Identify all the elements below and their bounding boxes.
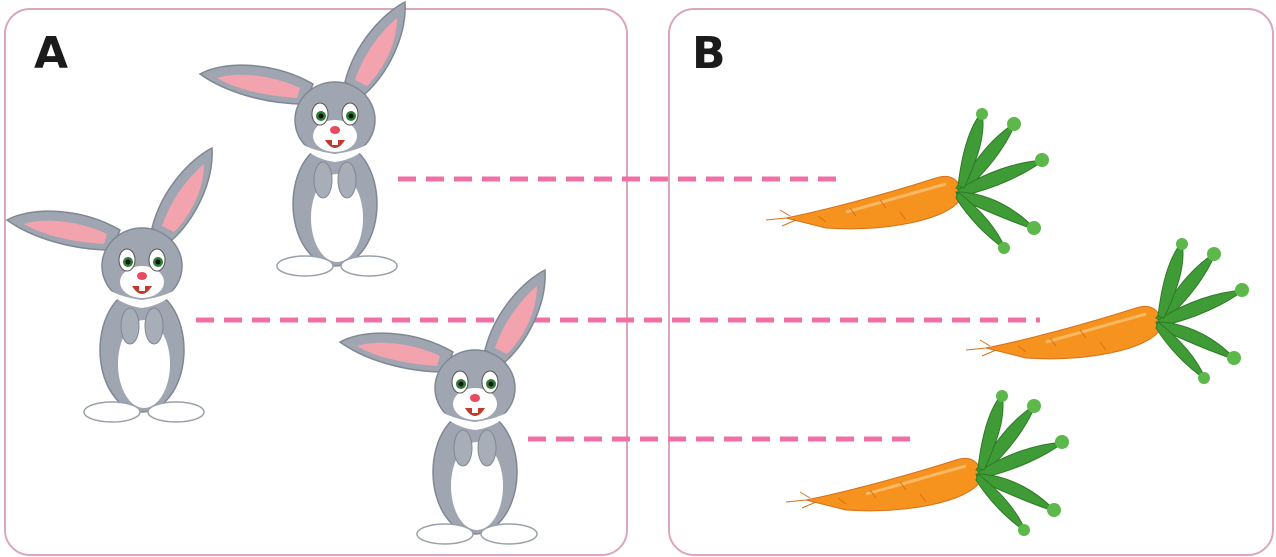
panel-a-label: A	[34, 28, 69, 79]
carrot-middle	[964, 236, 1251, 386]
carrot-bottom	[784, 388, 1071, 538]
panel-b-label: B	[692, 28, 726, 79]
bunny-bottom	[339, 269, 546, 545]
carrot-top	[764, 106, 1051, 256]
bunny-top	[199, 1, 406, 277]
bunny-left	[6, 147, 213, 423]
